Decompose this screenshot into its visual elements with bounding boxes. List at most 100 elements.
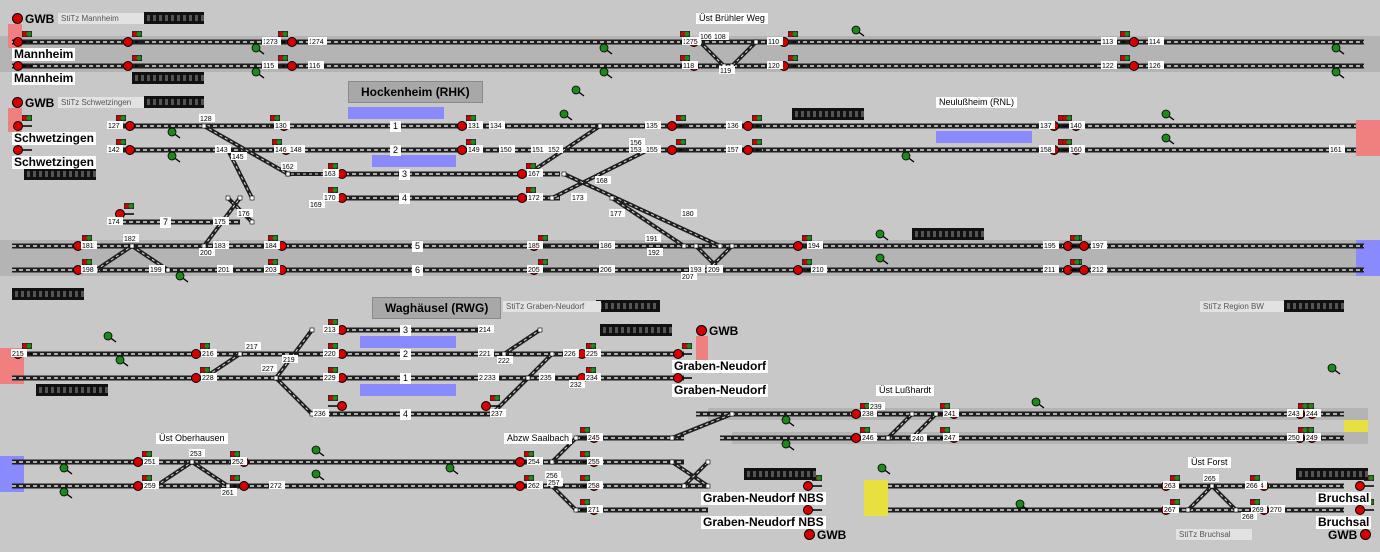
signal-icon[interactable] xyxy=(743,121,753,131)
shunt-signal-icon[interactable] xyxy=(1031,397,1041,407)
shunt-signal-icon[interactable] xyxy=(1161,109,1171,119)
switch-point[interactable] xyxy=(933,411,939,417)
switch-point[interactable] xyxy=(729,243,735,249)
gwb-graben-neudorf[interactable]: GWB xyxy=(696,325,738,338)
signal-icon[interactable] xyxy=(1079,241,1089,251)
shunt-signal-icon[interactable] xyxy=(251,43,261,53)
signal-icon[interactable] xyxy=(1129,37,1139,47)
shunt-signal-icon[interactable] xyxy=(875,253,885,263)
signal-icon[interactable] xyxy=(125,145,135,155)
shunt-signal-icon[interactable] xyxy=(311,445,321,455)
switch-point[interactable] xyxy=(669,459,675,465)
signal-icon[interactable] xyxy=(287,61,297,71)
shunt-signal-icon[interactable] xyxy=(167,151,177,161)
shunt-signal-icon[interactable] xyxy=(875,229,885,239)
signal-icon[interactable] xyxy=(125,121,135,131)
signal-icon[interactable] xyxy=(743,145,753,155)
switch-point[interactable] xyxy=(1209,483,1215,489)
signal-icon[interactable] xyxy=(133,481,143,491)
switch-point[interactable] xyxy=(561,171,567,177)
switch-point[interactable] xyxy=(1185,507,1191,513)
signal-icon[interactable] xyxy=(239,481,249,491)
gwb-graben-neudorf-nbs[interactable]: GWB xyxy=(804,529,846,542)
switch-point[interactable] xyxy=(237,351,243,357)
switch-point[interactable] xyxy=(573,435,579,441)
switch-point[interactable] xyxy=(681,483,687,489)
switch-point[interactable] xyxy=(129,243,135,249)
signal-icon[interactable] xyxy=(123,61,133,71)
shunt-signal-icon[interactable] xyxy=(781,415,791,425)
switch-point[interactable] xyxy=(597,123,603,129)
signal-icon[interactable] xyxy=(337,401,347,411)
switch-point[interactable] xyxy=(165,267,171,273)
signal-icon[interactable] xyxy=(793,265,803,275)
shunt-signal-icon[interactable] xyxy=(445,463,455,473)
switch-point[interactable] xyxy=(681,243,687,249)
shunt-signal-icon[interactable] xyxy=(311,469,321,479)
switch-point[interactable] xyxy=(729,411,735,417)
shunt-signal-icon[interactable] xyxy=(175,271,185,281)
switch-point[interactable] xyxy=(309,327,315,333)
shunt-signal-icon[interactable] xyxy=(571,85,581,95)
shunt-signal-icon[interactable] xyxy=(251,67,261,77)
signal-icon[interactable] xyxy=(13,145,23,155)
switch-point[interactable] xyxy=(249,195,255,201)
switch-point[interactable] xyxy=(189,459,195,465)
shunt-signal-icon[interactable] xyxy=(59,487,69,497)
switch-point[interactable] xyxy=(705,459,711,465)
switch-point[interactable] xyxy=(717,243,723,249)
signal-icon[interactable] xyxy=(133,457,143,467)
signal-icon[interactable] xyxy=(123,37,133,47)
shunt-signal-icon[interactable] xyxy=(901,151,911,161)
switch-point[interactable] xyxy=(669,435,675,441)
switch-point[interactable] xyxy=(201,243,207,249)
switch-point[interactable] xyxy=(525,375,531,381)
signal-icon[interactable] xyxy=(851,433,861,443)
switch-point[interactable] xyxy=(225,483,231,489)
switch-point[interactable] xyxy=(249,219,255,225)
signal-icon[interactable] xyxy=(287,37,297,47)
switch-point[interactable] xyxy=(549,459,555,465)
signal-icon[interactable] xyxy=(673,349,683,359)
signal-icon[interactable] xyxy=(667,121,677,131)
gwb-mannheim[interactable]: GWB xyxy=(12,13,54,26)
shunt-signal-icon[interactable] xyxy=(103,331,113,341)
switch-point[interactable] xyxy=(549,351,555,357)
switch-point[interactable] xyxy=(909,411,915,417)
shunt-signal-icon[interactable] xyxy=(1331,43,1341,53)
switch-point[interactable] xyxy=(237,195,243,201)
switch-point[interactable] xyxy=(753,39,759,45)
signal-icon[interactable] xyxy=(191,373,201,383)
shunt-signal-icon[interactable] xyxy=(877,463,887,473)
shunt-signal-icon[interactable] xyxy=(1331,67,1341,77)
switch-point[interactable] xyxy=(609,195,615,201)
shunt-signal-icon[interactable] xyxy=(59,463,69,473)
shunt-signal-icon[interactable] xyxy=(115,355,125,365)
gwb-schwetzingen[interactable]: GWB xyxy=(12,97,54,110)
signal-icon[interactable] xyxy=(1079,265,1089,275)
switch-point[interactable] xyxy=(225,195,231,201)
signal-icon[interactable] xyxy=(667,145,677,155)
shunt-signal-icon[interactable] xyxy=(167,127,177,137)
shunt-signal-icon[interactable] xyxy=(599,43,609,53)
signal-icon[interactable] xyxy=(803,481,813,491)
switch-point[interactable] xyxy=(1233,507,1239,513)
switch-point[interactable] xyxy=(693,243,699,249)
panel-stitz-bruchsal[interactable]: StiTz Bruchsal xyxy=(1176,529,1252,540)
panel-stitz-schwetzingen[interactable]: StiTz Schwetzingen xyxy=(58,97,144,108)
signal-icon[interactable] xyxy=(13,37,23,47)
switch-point[interactable] xyxy=(537,327,543,333)
signal-icon[interactable] xyxy=(1355,481,1365,491)
signal-icon[interactable] xyxy=(515,481,525,491)
signal-icon[interactable] xyxy=(515,457,525,467)
signal-icon[interactable] xyxy=(673,373,683,383)
panel-stitz-graben-neudorf[interactable]: StiTz Graben-Neudorf xyxy=(503,301,601,312)
signal-icon[interactable] xyxy=(13,61,23,71)
signal-icon[interactable] xyxy=(457,121,467,131)
switch-point[interactable] xyxy=(201,123,207,129)
panel-stitz-region-bw[interactable]: StiTz Region BW xyxy=(1200,301,1284,312)
signal-icon[interactable] xyxy=(517,193,527,203)
shunt-signal-icon[interactable] xyxy=(1015,499,1025,509)
panel-stitz-mannheim[interactable]: StiTz Mannheim xyxy=(58,13,144,24)
shunt-signal-icon[interactable] xyxy=(781,439,791,449)
